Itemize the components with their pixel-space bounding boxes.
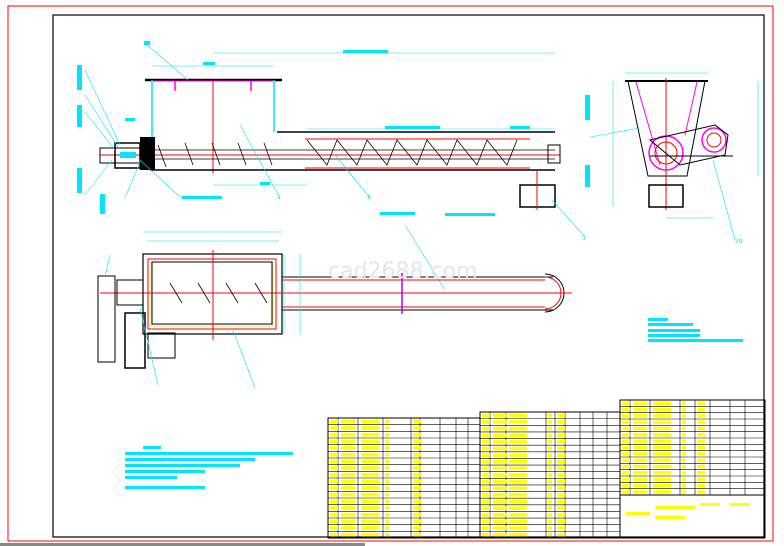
scrollbar[interactable]	[0, 543, 365, 546]
part-label-2: 2	[367, 194, 371, 201]
part-label-29: 29	[735, 238, 743, 245]
bom-table-left	[327, 417, 481, 539]
inner-frame	[52, 14, 765, 538]
part-label-1: 1	[277, 194, 281, 201]
bom-table-right	[619, 399, 766, 496]
plan-view: cad2688.com	[97, 231, 572, 389]
end-view: 29	[589, 72, 759, 245]
outer-border	[7, 5, 774, 542]
part-label-3: 3	[582, 235, 586, 242]
technical-notes	[125, 318, 743, 489]
elevation-view: 1 2 3	[77, 41, 590, 291]
bill-of-materials	[327, 399, 766, 539]
watermark: cad2688.com	[328, 259, 478, 284]
title-block	[619, 494, 766, 539]
bom-table-middle	[479, 411, 621, 539]
